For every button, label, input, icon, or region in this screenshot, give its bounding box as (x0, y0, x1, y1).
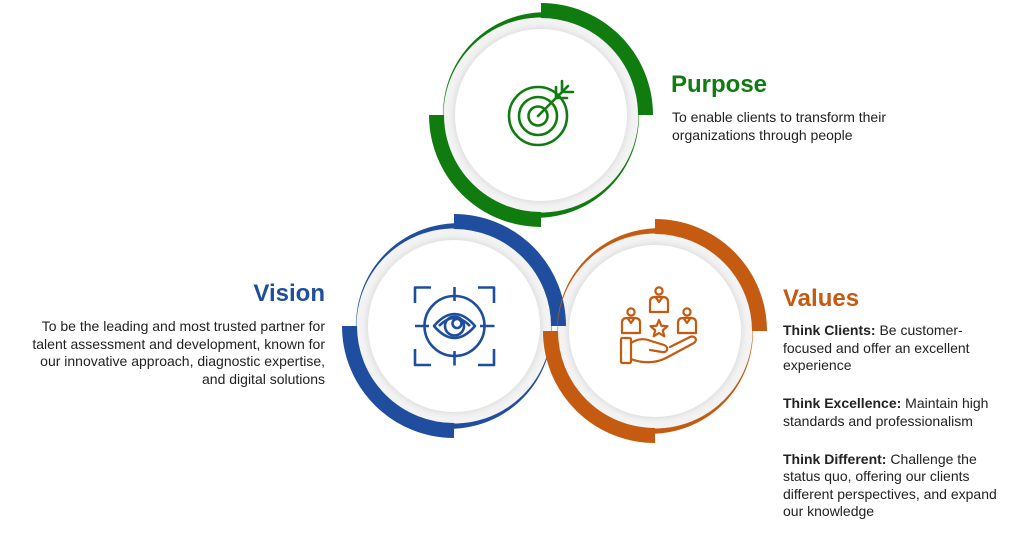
person-top-body (648, 295, 670, 314)
eye-lid (438, 316, 471, 327)
values-ring-arc-top-right (654, 219, 767, 332)
vision-line: To be the leading and most trusted partn… (41, 318, 325, 334)
corner-brackets (413, 286, 496, 367)
value-line: focused and offer an excellent (783, 339, 970, 356)
person-right-head (682, 307, 692, 317)
person-left-body (620, 316, 642, 335)
eye-pupil (451, 317, 463, 330)
purpose-ring-arc-top-right (540, 3, 653, 116)
person-top-head (654, 286, 664, 296)
value-line: status quo, offering our clients (783, 468, 970, 484)
value-text: Be customer- (879, 322, 963, 338)
arrow-fletching (554, 79, 575, 100)
vision-ring-arc-top-right (453, 214, 566, 327)
hand-people-star-icon (619, 286, 698, 365)
value-item-think-clients: Think Clients: Be customer- focused and … (783, 322, 997, 375)
value-label: Think Excellence: (783, 395, 902, 411)
purpose-ring-arc-bottom-left (429, 114, 542, 227)
value-item-think-different: Think Different: Challenge the status qu… (783, 451, 997, 521)
hand-cuff (619, 336, 633, 365)
person-left-head (626, 307, 636, 317)
eye-iris (443, 315, 466, 337)
vision-line: and digital solutions (202, 370, 325, 387)
target-arrow-icon (507, 79, 575, 147)
hand-palm (629, 335, 697, 364)
eye-outline (432, 312, 477, 340)
target-bullseye (527, 105, 549, 127)
vision-description: To be the leading and most trusted partn… (32, 318, 325, 388)
purpose-disc (455, 29, 627, 201)
value-line: experience (783, 357, 852, 373)
value-line: our knowledge (783, 503, 875, 519)
value-text: Maintain high (905, 395, 989, 411)
vision-title: Vision (253, 280, 325, 307)
value-line: different perspectives, and expand (783, 485, 997, 502)
value-line: standards and professionalism (783, 412, 973, 429)
value-line: Think Clients: Be customer- (783, 322, 997, 340)
purpose-line: organizations through people (672, 126, 853, 143)
eye-focus-icon (413, 286, 496, 367)
values-list: Think Clients: Be customer- focused and … (783, 322, 997, 541)
vision-line: talent assessment and development, known… (32, 335, 325, 352)
value-label: Think Clients: (783, 322, 876, 338)
star (649, 318, 669, 338)
person-right-body (676, 316, 698, 335)
value-line: Think Different: Challenge the (783, 451, 997, 469)
values-title: Values (783, 285, 860, 312)
value-text: Challenge the (890, 450, 977, 467)
value-label: Think Different: (783, 450, 887, 467)
purpose-line: To enable clients to transform their (672, 109, 886, 125)
vision-ring-arc-bottom-left (342, 325, 455, 438)
value-item-think-excellence: Think Excellence: Maintain high standard… (783, 395, 997, 430)
values-ring-arc-bottom-left (543, 330, 656, 443)
ring-arcs (342, 3, 767, 443)
purpose-title: Purpose (671, 71, 768, 98)
vision-line: our innovative approach, diagnostic expe… (40, 353, 325, 369)
value-line: Think Excellence: Maintain high (783, 395, 997, 413)
target-outer-ring (507, 85, 569, 147)
purpose-description: To enable clients to transform their org… (672, 109, 886, 144)
target-middle-ring (517, 95, 559, 137)
crosshair-ticks (415, 287, 495, 366)
